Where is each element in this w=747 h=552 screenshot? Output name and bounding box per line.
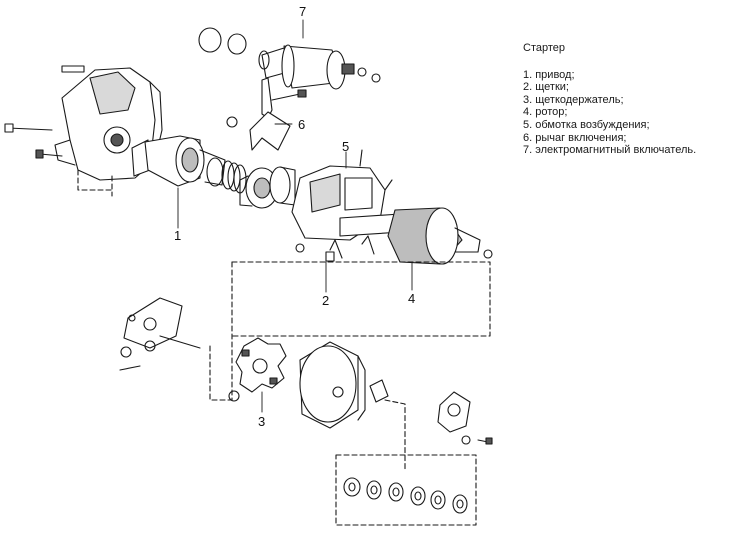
drive-sleeve — [269, 166, 296, 206]
callout-2: 2 — [322, 293, 329, 308]
end-cover — [437, 391, 493, 445]
legend-item-7: 7. электромагнитный включатель. — [523, 144, 697, 157]
callout-4: 4 — [408, 291, 415, 306]
shift-lever — [226, 77, 307, 151]
field-winding — [291, 149, 393, 253]
callout-7: 7 — [299, 4, 306, 19]
legend-item-6: 6. рычаг включения; — [523, 131, 627, 144]
brushes — [325, 235, 375, 262]
legend: Стартер 1. привод; 2. щетки; 3. щеткодер… — [523, 42, 743, 157]
callout-1: 1 — [174, 228, 181, 243]
callout-6: 6 — [298, 117, 305, 132]
legend-item-4: 4. ротор; — [523, 106, 568, 119]
leader-lines — [177, 19, 413, 413]
brush-holder-plate — [119, 297, 201, 371]
legend-item-5: 5. обмотка возбуждения; — [523, 118, 650, 131]
legend-item-1: 1. привод; — [523, 68, 575, 81]
drive-spring — [221, 160, 247, 194]
housing-bolts — [4, 65, 85, 159]
callout-3: 3 — [258, 414, 265, 429]
end-bushing — [369, 379, 389, 403]
legend-item-3: 3. щеткодержатель; — [523, 93, 624, 106]
assembly-dashed-bracket — [209, 261, 491, 401]
housing-dashed-links — [77, 169, 113, 197]
legend-item-2: 2. щетки; — [523, 81, 569, 94]
solenoid-switch — [198, 27, 381, 90]
drive-pinion-assembly — [131, 135, 226, 187]
legend-title: Стартер — [523, 42, 566, 54]
drive-end-housing — [54, 67, 163, 181]
rotor-armature — [339, 207, 493, 265]
washer-set — [343, 477, 468, 514]
cover-dashed-link — [335, 399, 477, 526]
brush-holder — [228, 337, 287, 402]
callout-5: 5 — [342, 139, 349, 154]
commutator-end-frame — [299, 341, 366, 429]
